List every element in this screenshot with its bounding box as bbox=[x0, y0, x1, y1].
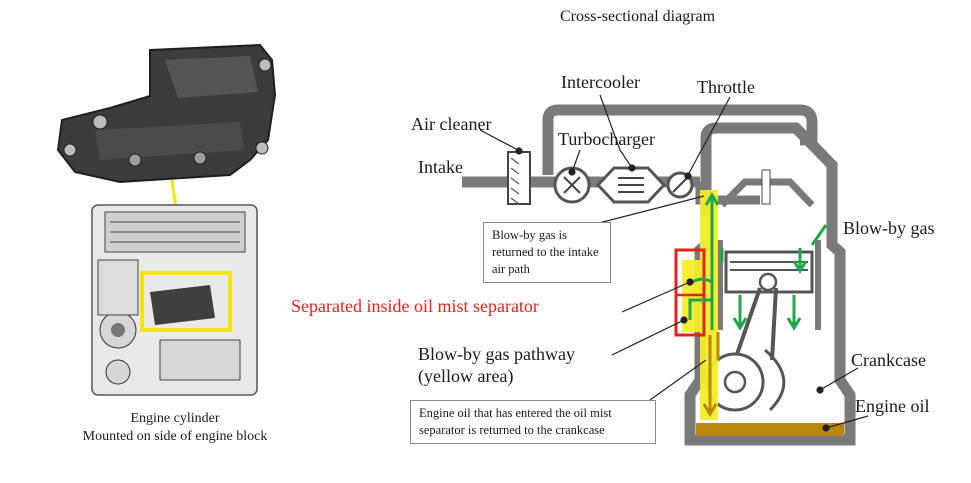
engine-oil-level bbox=[696, 423, 844, 436]
label-pathway-line2: (yellow area) bbox=[418, 366, 514, 386]
label-intake: Intake bbox=[418, 157, 463, 177]
leader-lines bbox=[479, 94, 869, 432]
intake-duct-loop bbox=[542, 104, 818, 175]
oil-mist-separator-outline bbox=[674, 248, 706, 337]
label-air-cleaner: Air cleaner bbox=[411, 114, 492, 134]
oil-mist-separator-part-image bbox=[56, 43, 277, 184]
label-blowby-gas: Blow-by gas bbox=[843, 218, 935, 238]
callout-oil-returned: Engine oil that has entered the oil mist… bbox=[410, 400, 656, 444]
caption-line2: Mounted on side of engine block bbox=[82, 429, 268, 444]
engine-block-image bbox=[91, 204, 258, 396]
label-pathway-line1: Blow-by gas pathway bbox=[418, 344, 575, 364]
diagram-title: Cross-sectional diagram bbox=[560, 8, 716, 25]
spark-plug bbox=[761, 169, 771, 205]
caption-line1: Engine cylinder bbox=[130, 411, 220, 426]
separator-highlight-box bbox=[140, 271, 232, 332]
label-crankcase: Crankcase bbox=[851, 350, 926, 370]
callout-returned-intake: Blow-by gas is returned to the intake ai… bbox=[483, 222, 611, 283]
label-turbocharger: Turbocharger bbox=[558, 129, 655, 149]
connecting-rod bbox=[733, 287, 778, 361]
label-throttle: Throttle bbox=[697, 77, 755, 97]
label-intercooler: Intercooler bbox=[561, 72, 640, 92]
engine-block-outline bbox=[684, 122, 856, 446]
oil-return-arrows bbox=[702, 332, 720, 417]
label-engine-oil: Engine oil bbox=[855, 396, 930, 416]
label-separated-inside-separator: Separated inside oil mist separator bbox=[291, 296, 539, 316]
cross-section-diagram bbox=[462, 104, 856, 446]
